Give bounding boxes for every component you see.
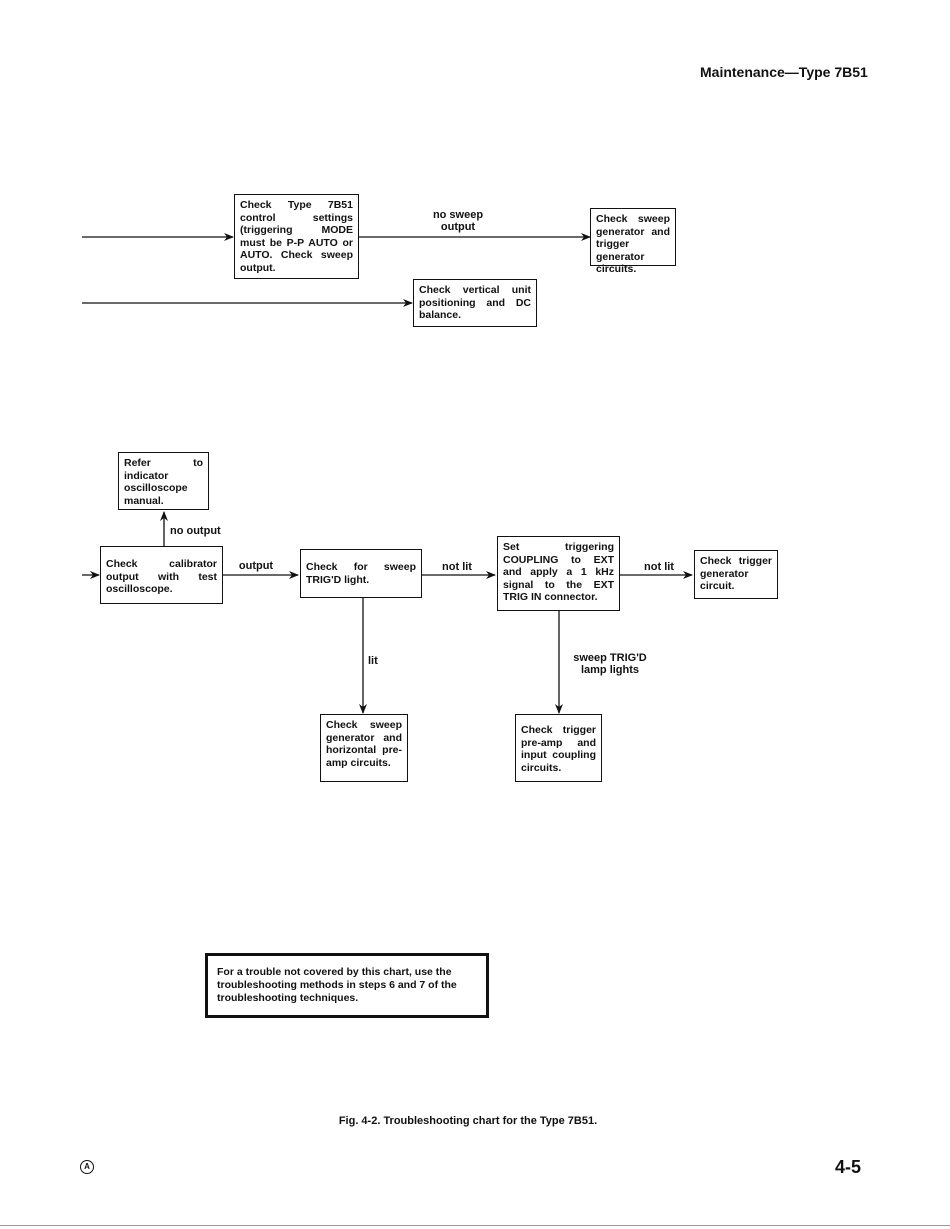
box-check-trigger-generator: Check trigger generator circuit. <box>694 550 778 599</box>
box-check-control-settings: Check Type 7B51 control settings (trigge… <box>234 194 359 279</box>
box-check-sweep-generator: Check sweep generator and trigger genera… <box>590 208 676 275</box>
box-check-vertical-unit: Check vertical unit positioning and DC b… <box>413 279 537 327</box>
figure-caption: Fig. 4-2. Troubleshooting chart for the … <box>338 1115 598 1127</box>
footer-rule <box>0 1225 950 1226</box>
label-lit: lit <box>368 655 378 667</box>
box-refer-indicator-manual: Refer to indicator oscilloscope manual. <box>118 452 209 510</box>
label-sweep-trigd-lamp: sweep TRIG'D lamp lights <box>573 652 647 676</box>
box-check-calibrator-output: Check calibrator output with test oscill… <box>100 546 223 604</box>
page-number: 4-5 <box>835 1157 862 1177</box>
label-not-lit-1: not lit <box>442 561 472 573</box>
label-not-lit-2: not lit <box>644 561 674 573</box>
note-box: For a trouble not covered by this chart,… <box>205 953 489 1018</box>
label-output: output <box>238 560 274 572</box>
box-check-trigger-preamp: Check trigger pre-amp and input coupling… <box>515 714 602 782</box>
box-check-sweep-horizontal: Check sweep generator and horizontal pre… <box>320 714 408 782</box>
label-no-sweep-output: no sweep output <box>432 209 484 233</box>
label-no-output: no output <box>170 525 221 537</box>
revision-circle-icon: A <box>80 1160 94 1174</box>
box-set-triggering-coupling: Set triggering COUPLING to EXT and apply… <box>497 536 620 611</box>
box-check-trigd-light: Check for sweep TRIG'D light. <box>300 549 422 598</box>
page-header-title: Maintenance—Type 7B51 <box>700 64 868 80</box>
